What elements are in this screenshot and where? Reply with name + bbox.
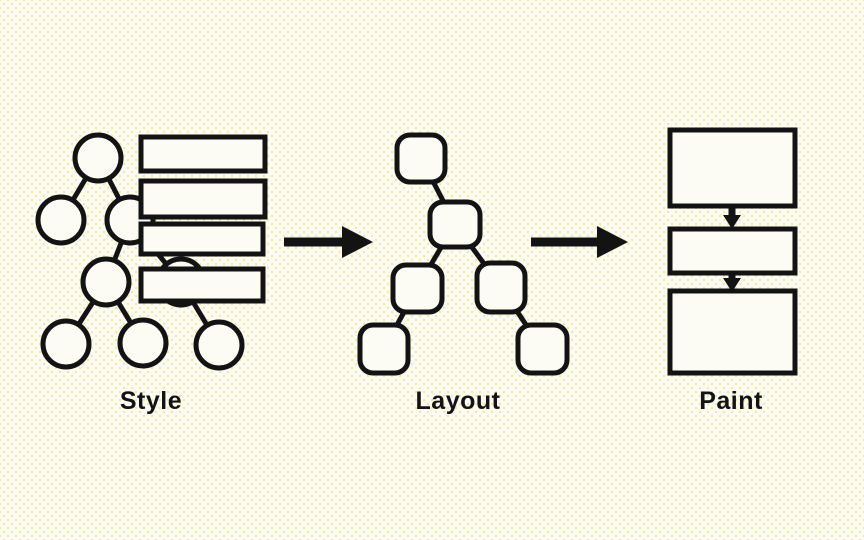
stage-label-style: Style — [119, 387, 183, 415]
arrow-head — [723, 278, 741, 292]
paint-stage-group — [667, 127, 798, 376]
layout-tree-nodes — [357, 132, 570, 376]
arrow-head — [597, 226, 628, 258]
style-rule-blocks — [138, 134, 268, 304]
paint-layer-3 — [667, 288, 798, 376]
flow-arrow-style-to-layout — [284, 226, 373, 258]
stage-label-layout: Layout — [415, 387, 501, 415]
style-rule-block-1 — [138, 134, 268, 174]
dom-node — [80, 256, 132, 308]
dom-node — [193, 319, 245, 371]
layout-box-root — [394, 132, 448, 185]
flow-arrow-layout-to-paint — [531, 226, 628, 258]
arrow-head — [723, 215, 741, 229]
dom-node — [117, 317, 169, 369]
layout-box — [515, 322, 570, 376]
style-stage-group — [35, 132, 268, 371]
arrow-head — [342, 226, 373, 258]
paint-down-arrow-1 — [723, 206, 741, 229]
dom-node — [40, 318, 92, 370]
stage-label-paint: Paint — [699, 387, 763, 415]
dom-node — [35, 194, 87, 246]
style-rule-block-2 — [138, 178, 268, 220]
paint-layer-2 — [667, 226, 798, 276]
layout-box — [390, 262, 445, 315]
layout-box — [357, 322, 411, 376]
layout-tree-edges — [381, 156, 545, 351]
style-rule-block-4 — [138, 266, 266, 304]
style-rule-block-3 — [138, 221, 266, 257]
dom-node-root — [72, 132, 124, 184]
paint-down-arrow-2 — [723, 273, 741, 292]
layout-box — [474, 260, 528, 315]
paint-layer-1 — [667, 127, 798, 209]
layout-stage-group — [357, 132, 570, 376]
layout-box — [427, 199, 483, 250]
